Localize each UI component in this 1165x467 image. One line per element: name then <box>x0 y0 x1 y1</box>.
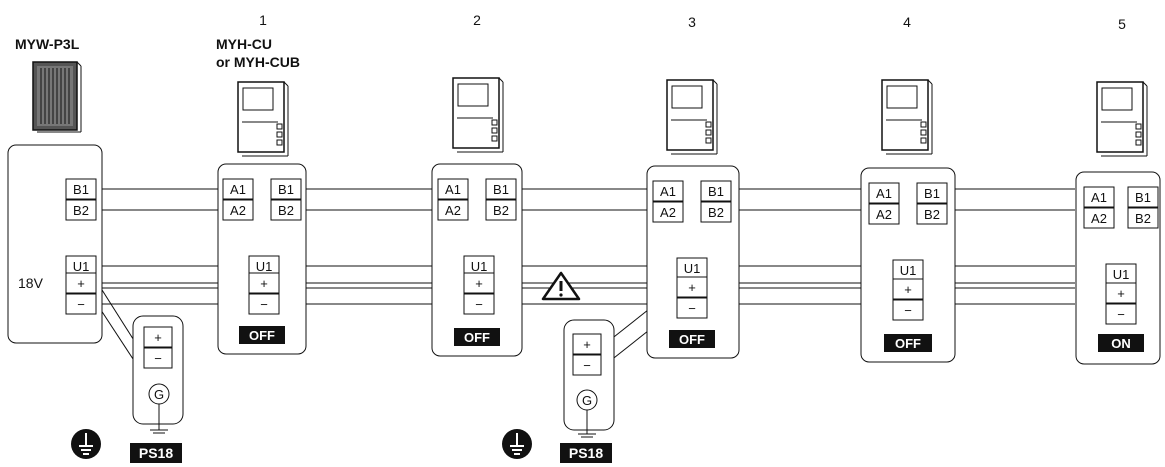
unit-1: A1 A2 B1 B2 U1 U2 + − OFF <box>217 163 307 355</box>
psu-terminal-minus: − <box>583 358 591 373</box>
warning-triangle-icon <box>541 271 581 301</box>
terminal-b1: B1 <box>924 186 940 201</box>
terminal-plus: + <box>1117 286 1125 301</box>
terminal-minus: − <box>688 301 696 316</box>
terminal-a1: A1 <box>876 186 892 201</box>
monitor-station-icon <box>666 79 718 155</box>
terminal-u1: U1 <box>256 259 273 274</box>
master-terminal-plus: + <box>77 276 85 291</box>
unit-number-2: 2 <box>473 12 481 28</box>
unit-3: A1 A2 B1 B2 U1 U2 + − OFF <box>646 165 740 359</box>
psu-terminal-plus: + <box>154 330 162 345</box>
power-supply-1: + − G <box>132 315 184 434</box>
terminal-a1: A1 <box>445 182 461 197</box>
terminal-a2: A2 <box>1091 211 1107 226</box>
terminal-u1: U1 <box>1113 267 1130 282</box>
terminal-a2: A2 <box>230 203 246 218</box>
terminal-minus: − <box>260 297 268 312</box>
ps18-label: PS18 <box>139 445 173 461</box>
terminal-b2: B2 <box>1135 211 1151 226</box>
power-supply-2: + − G <box>563 319 615 438</box>
monitor-station-icon <box>881 79 933 155</box>
terminal-a1: A1 <box>1091 190 1107 205</box>
master-terminal-b1: B1 <box>73 182 89 197</box>
terminal-b2: B2 <box>708 205 724 220</box>
master-unit: B1 B2 U1 U2 + − 18V <box>7 144 103 344</box>
terminal-plus: + <box>904 282 912 297</box>
unit-model-label: MYH-CU <box>216 36 272 52</box>
monitor-station-icon <box>452 77 504 153</box>
unit-4: A1 A2 B1 B2 U1 U2 + − OFF <box>860 167 956 363</box>
terminal-a1: A1 <box>660 184 676 199</box>
unit-number-3: 3 <box>688 14 696 30</box>
terminal-b2: B2 <box>278 203 294 218</box>
master-terminal-minus: − <box>77 297 85 312</box>
terminal-a2: A2 <box>445 203 461 218</box>
switch-badge: ON <box>1111 336 1131 351</box>
earth-ground-icon <box>71 429 101 459</box>
unit-5: A1 A2 B1 B2 U1 U2 + − ON <box>1075 171 1161 365</box>
terminal-a2: A2 <box>660 205 676 220</box>
ps18-label: PS18 <box>569 445 603 461</box>
terminal-u1: U1 <box>471 259 488 274</box>
terminal-minus: − <box>1117 307 1125 322</box>
switch-badge: OFF <box>249 328 275 343</box>
terminal-minus: − <box>475 297 483 312</box>
unit-number-4: 4 <box>903 14 911 30</box>
terminal-plus: + <box>688 280 696 295</box>
switch-badge: OFF <box>464 330 490 345</box>
master-voltage-label: 18V <box>18 275 44 291</box>
switch-badge: OFF <box>679 332 705 347</box>
monitor-station-icon <box>237 81 289 157</box>
terminal-plus: + <box>475 276 483 291</box>
psu-terminal-plus: + <box>583 337 591 352</box>
terminal-b1: B1 <box>493 182 509 197</box>
earth-ground-icon <box>502 429 532 459</box>
master-terminal-u1: U1 <box>73 259 90 274</box>
terminal-minus: − <box>904 303 912 318</box>
switch-badge: OFF <box>895 336 921 351</box>
terminal-b1: B1 <box>1135 190 1151 205</box>
unit-model-alt-label: or MYH-CUB <box>216 54 300 70</box>
terminal-b1: B1 <box>278 182 294 197</box>
terminal-b2: B2 <box>924 207 940 222</box>
terminal-plus: + <box>260 276 268 291</box>
master-terminal-b2: B2 <box>73 203 89 218</box>
terminal-a2: A2 <box>876 207 892 222</box>
terminal-u1: U1 <box>684 261 701 276</box>
psu-ground-label: G <box>154 387 164 402</box>
unit-number-5: 5 <box>1118 16 1126 32</box>
master-model-label: MYW-P3L <box>15 36 80 52</box>
terminal-a1: A1 <box>230 182 246 197</box>
terminal-b1: B1 <box>708 184 724 199</box>
terminal-u1: U1 <box>900 263 917 278</box>
intercom-speaker-icon <box>32 61 82 133</box>
ps18-badge: PS18 <box>130 443 182 463</box>
psu-ground-label: G <box>582 393 592 408</box>
unit-2: A1 A2 B1 B2 U1 U2 + − OFF <box>431 163 523 357</box>
terminal-b2: B2 <box>493 203 509 218</box>
unit-number-1: 1 <box>259 12 267 28</box>
psu-terminal-minus: − <box>154 351 162 366</box>
monitor-station-icon <box>1096 81 1148 157</box>
ps18-badge: PS18 <box>560 443 612 463</box>
